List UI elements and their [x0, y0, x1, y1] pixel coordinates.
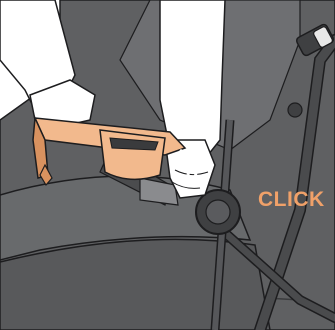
- click-caption: CLICK: [258, 189, 325, 210]
- seat-cushion-lower: [0, 239, 270, 330]
- frame-hinge-icon: [196, 190, 240, 234]
- frame-joint-icon: [288, 103, 302, 117]
